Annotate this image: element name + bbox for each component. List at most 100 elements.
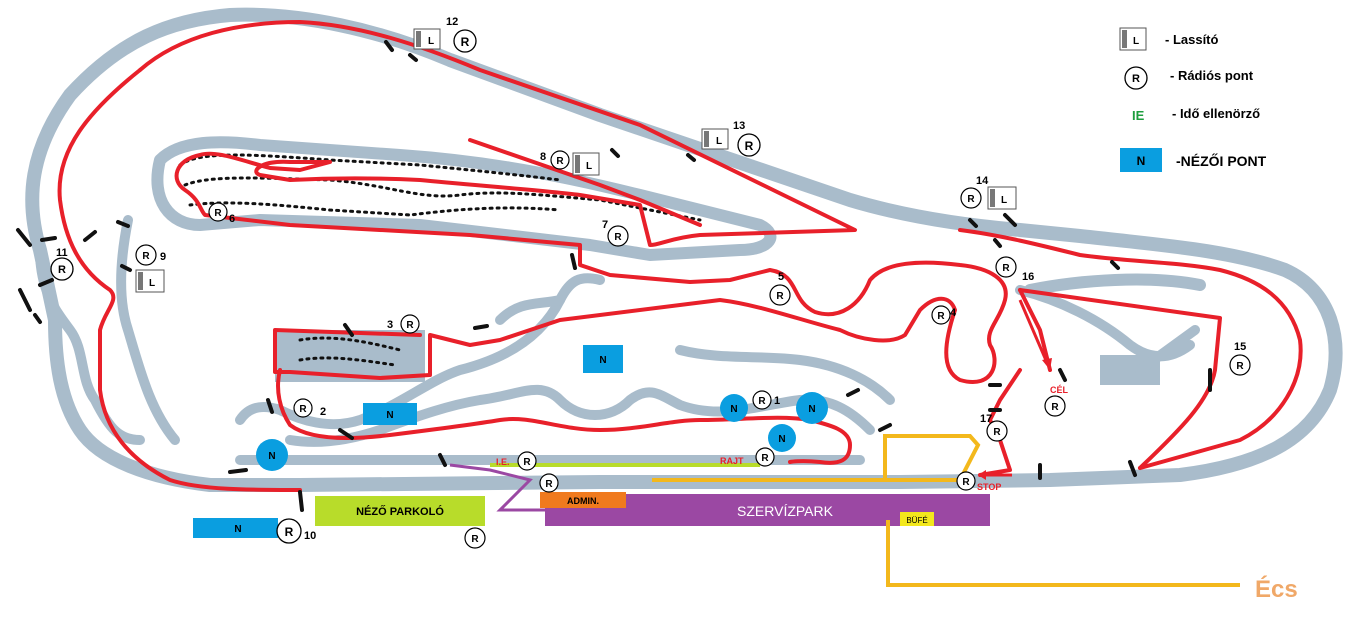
svg-text:R: R (937, 311, 945, 322)
svg-text:N: N (386, 410, 393, 421)
radio-point-icon (135, 244, 157, 266)
svg-text:R: R (776, 291, 784, 302)
radio-point-icon (960, 187, 982, 209)
svg-text:L: L (716, 136, 722, 147)
spectator-points: N N N N N N N (193, 345, 828, 538)
finish-label: CÉL (1050, 385, 1069, 395)
slowdown-points: L L L L L (135, 28, 1017, 293)
radio-point-icon (293, 398, 313, 418)
svg-text:L: L (1001, 195, 1007, 206)
radio-point-icon (1229, 354, 1251, 376)
svg-text:R: R (993, 427, 1001, 438)
svg-text:N: N (234, 524, 241, 535)
service-connector (449, 463, 545, 512)
svg-text:R: R (1051, 402, 1059, 413)
svg-text:R: R (299, 404, 307, 415)
ie-label: I.E. (496, 457, 510, 467)
slowdown-icon: L (135, 269, 165, 293)
svg-text:L: L (1133, 36, 1139, 47)
radio-point-icon (956, 471, 976, 491)
point-number-14: 14 (976, 175, 989, 187)
svg-text:L: L (149, 278, 155, 289)
svg-text:R: R (758, 396, 766, 407)
slowdown-icon: L (987, 186, 1017, 210)
access-road (652, 434, 1240, 587)
slowdown-icon: L (572, 152, 600, 176)
svg-text:R: R (614, 232, 622, 243)
svg-text:L: L (428, 36, 434, 47)
radio-point-icon (517, 451, 537, 471)
legend-spectator-label: -NÉZŐI PONT (1176, 152, 1267, 169)
radio-point-icon (755, 447, 775, 467)
radio-point-icon (276, 518, 302, 544)
tyre-barrier-dots (178, 153, 702, 367)
svg-text:L: L (586, 161, 592, 172)
svg-text:R: R (1132, 73, 1140, 85)
radio-point-icon (1044, 395, 1066, 417)
point-number-5: 5 (778, 271, 784, 283)
radio-point-icon (208, 202, 228, 222)
svg-text:R: R (285, 525, 294, 539)
point-number-6: 6 (229, 213, 235, 225)
spectator-point (796, 392, 828, 424)
point-number-7: 7 (602, 219, 608, 231)
radio-point-icon (752, 390, 772, 410)
svg-text:R: R (967, 194, 975, 205)
svg-text:R: R (545, 479, 553, 490)
town-label: Écs (1255, 575, 1298, 603)
point-number-8: 8 (540, 151, 546, 163)
racetrack (25, 7, 1343, 492)
slowdown-icon: L (701, 128, 729, 150)
legend-spectator-icon (1120, 148, 1162, 172)
point-number-17: 17 (980, 413, 992, 425)
admin-area (540, 492, 626, 508)
svg-text:N: N (268, 451, 275, 462)
spectator-point (363, 403, 417, 425)
svg-text:R: R (761, 453, 769, 464)
point-number-1: 1 (774, 395, 780, 407)
admin-label: ADMIN. (567, 496, 599, 506)
spectator-point (720, 394, 748, 422)
spectator-point (256, 439, 288, 471)
point-number-15: 15 (1234, 341, 1246, 353)
slowdown-icon: L (413, 28, 441, 50)
stop-label: STOP (977, 482, 1001, 492)
parking-area (315, 496, 485, 526)
radio-point-icon (931, 305, 951, 325)
point-number-16: 16 (1022, 271, 1034, 283)
radio-point-icon (550, 150, 570, 170)
svg-text:R: R (471, 534, 479, 545)
spectator-point (583, 345, 623, 373)
svg-text:N: N (808, 404, 815, 415)
svg-text:R: R (1002, 263, 1010, 274)
svg-text:R: R (1236, 361, 1244, 372)
legend-radio-label: - Rádiós pont (1170, 68, 1254, 83)
start-label: RAJT (720, 456, 744, 466)
spectator-point (768, 424, 796, 452)
point-number-4: 4 (950, 307, 957, 319)
radio-point-icon (607, 225, 629, 247)
point-number-9: 9 (160, 251, 166, 263)
finish-arrow (1018, 299, 1050, 366)
svg-text:R: R (962, 477, 970, 488)
parking-label: NÉZŐ PARKOLÓ (356, 505, 444, 518)
point-number-2: 2 (320, 406, 326, 418)
point-number-3: 3 (387, 319, 393, 331)
point-number-10: 10 (304, 530, 316, 542)
service-park-label: SZERVÍZPARK (737, 503, 834, 519)
buffet-label: BÜFÉ (906, 516, 927, 525)
radio-point-icon (464, 527, 486, 549)
svg-text:R: R (523, 457, 531, 468)
svg-text:R: R (214, 208, 222, 219)
radio-points: R 12 R 13 R 8 R 7 R 6 R 14 R 16 R 11 R 9 (50, 16, 1251, 549)
rally-route (57, 20, 1303, 492)
svg-text:N: N (730, 404, 737, 415)
svg-text:R: R (556, 156, 564, 167)
radio-point-icon (400, 314, 420, 334)
legend-ie-symbol: IE (1132, 108, 1145, 123)
barrier-markers (16, 40, 1212, 512)
legend-slowdown-label: - Lassító (1165, 32, 1219, 47)
legend-ie-label: - Idő ellenörző (1172, 106, 1260, 121)
radio-point-icon (995, 256, 1017, 278)
svg-text:N: N (599, 355, 606, 366)
